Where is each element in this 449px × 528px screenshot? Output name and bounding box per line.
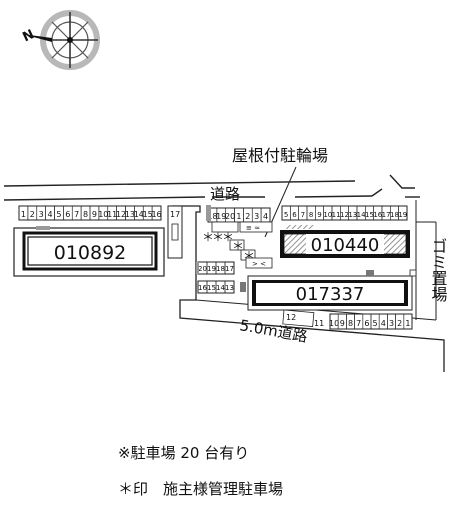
- left-stall-number: 3: [39, 210, 44, 219]
- center-low-stall-number: 15: [207, 284, 216, 292]
- left-stall-number: 16: [151, 210, 161, 219]
- compass: N: [21, 10, 100, 70]
- svg-text:> <: > <: [252, 260, 266, 268]
- legend-line-1: ※駐車場 20 台有り: [118, 444, 250, 462]
- stall-11: 11: [314, 319, 324, 328]
- managed-mark-2: ＊: [212, 230, 224, 244]
- right-top-stall-number: 19: [398, 211, 407, 219]
- managed-mark-4: ＊: [232, 239, 244, 253]
- center-top-stall-number: 2: [245, 212, 250, 221]
- lower-stall-number: 8: [348, 319, 353, 328]
- building-017337: 017337: [247, 269, 417, 311]
- left-stall-number: 1: [21, 210, 26, 219]
- center-low-stall-number: 14: [216, 284, 225, 292]
- left-stall-number: 14: [134, 210, 144, 219]
- right-top-stall-number: 14: [357, 211, 366, 219]
- center-top-stall-number: 18: [207, 212, 217, 221]
- center-mid-stall-cell: [224, 261, 235, 275]
- left-stall-number: 8: [83, 210, 88, 219]
- center-low-stall-cell: [224, 280, 235, 294]
- center-mid-stall-number: 20: [198, 265, 207, 273]
- bike-parking-label: 屋根付駐輪場: [232, 146, 328, 165]
- right-top-stall-number: 6: [292, 211, 297, 219]
- lower-stall-number: 5: [373, 319, 378, 328]
- center-top-stall-number: 3: [254, 212, 259, 221]
- right-top-stall-number: 16: [373, 211, 382, 219]
- svg-text:≡ ≈: ≡ ≈: [246, 224, 260, 232]
- left-stall-cell: [151, 205, 162, 221]
- compass-needle-icon: [22, 12, 98, 68]
- managed-mark-1: ＊: [202, 230, 214, 244]
- right-top-stall-number: 9: [317, 211, 321, 219]
- right-top-stall-number: 11: [332, 211, 341, 219]
- lower-stall-cell: [403, 313, 413, 330]
- left-stall-number: 12: [116, 210, 126, 219]
- left-stall-number: 10: [98, 210, 108, 219]
- right-top-stall-number: 15: [365, 211, 374, 219]
- lower-stall-number: 2: [397, 319, 402, 328]
- building-010440: 010440: [280, 225, 410, 258]
- center-low-stall-number: 13: [225, 284, 234, 292]
- right-top-stall-number: 7: [301, 211, 305, 219]
- center-mid-stall-number: 17: [225, 265, 234, 273]
- left-stall-number: 6: [65, 210, 70, 219]
- right-top-stall-number: 12: [340, 211, 349, 219]
- center-mid-stall-number: 18: [216, 265, 225, 273]
- stall-17-left: 17: [170, 210, 180, 219]
- right-top-stall-number: 18: [390, 211, 399, 219]
- legend-line-2: ＊印 施主様管理駐車場: [118, 480, 284, 498]
- right-top-stall-number: 17: [382, 211, 391, 219]
- lower-stall-number: 3: [389, 319, 394, 328]
- left-stall-number: 5: [56, 210, 61, 219]
- left-stall-number: 2: [30, 210, 35, 219]
- left-stall-number: 13: [125, 210, 135, 219]
- center-top-stall-number: 20: [225, 212, 235, 221]
- lower-stall-number: 6: [364, 319, 369, 328]
- road-top: [3, 174, 420, 201]
- garbage-area-label: ゴミ置場: [429, 238, 448, 303]
- center-top-stall-number: 1: [236, 212, 241, 221]
- building-017337-label: 017337: [296, 284, 365, 305]
- center-mid-stall-number: 19: [207, 265, 216, 273]
- right-top-stall-number: 10: [323, 211, 332, 219]
- left-stall-number: 4: [48, 210, 53, 219]
- building-010440-label: 010440: [311, 235, 380, 256]
- center-low-stall-number: 16: [198, 284, 207, 292]
- stall-12: 12: [286, 313, 296, 322]
- left-stall-number: 11: [107, 210, 117, 219]
- compass-north-label: N: [21, 27, 37, 45]
- lower-stall-number: 4: [381, 319, 386, 328]
- right-top-stall-number: 13: [348, 211, 357, 219]
- right-top-stall-number: 8: [309, 211, 313, 219]
- lower-stall-number: 10: [329, 319, 339, 328]
- lower-stall-number: 7: [356, 319, 361, 328]
- building-010892: 010892: [13, 226, 165, 277]
- left-stall-number: 9: [92, 210, 97, 219]
- road-top-label: 道路: [210, 185, 240, 203]
- center-top-stall-number: 4: [263, 212, 268, 221]
- left-stall-number: 7: [74, 210, 79, 219]
- lower-stall-number: 1: [405, 319, 410, 328]
- center-top-stall-number: 19: [216, 212, 226, 221]
- right-top-stall-number: 5: [284, 211, 288, 219]
- left-stall-number: 15: [143, 210, 153, 219]
- right-top-stall-cell: [398, 205, 408, 221]
- lower-stall-number: 9: [340, 319, 345, 328]
- building-010892-label: 010892: [54, 242, 127, 264]
